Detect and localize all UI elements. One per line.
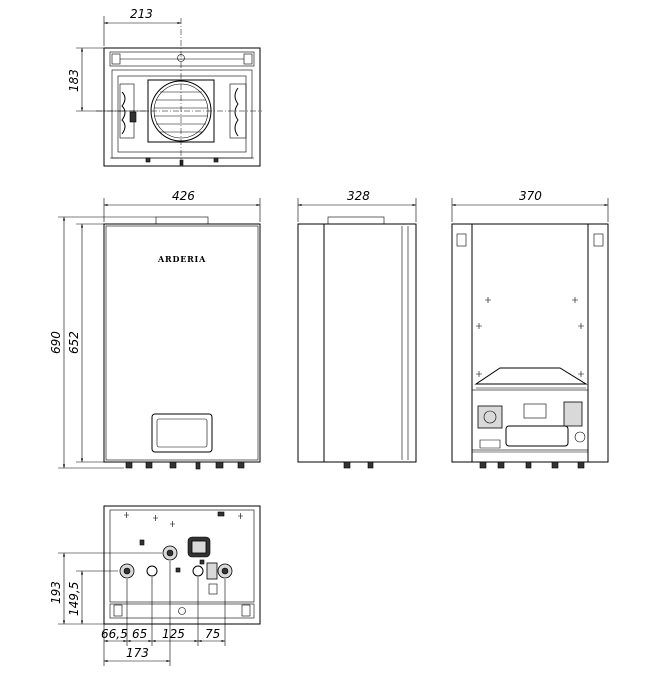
dim-bottom-173: 173	[126, 646, 149, 660]
side-view: 328	[297, 189, 417, 469]
brand-logo: ARDERIA	[157, 254, 206, 264]
bottom-view: 193 149,5 66,5 65 125 75 173	[49, 505, 261, 666]
dim-front-width: 426	[172, 189, 195, 203]
dim-bottom-149-5: 149,5	[67, 582, 81, 616]
dim-bottom-66-5: 66,5	[101, 627, 128, 641]
dim-bottom-125: 125	[162, 627, 185, 641]
top-view: 213 183	[67, 7, 262, 167]
dim-total-height: 690	[49, 331, 63, 354]
dim-side-depth: 328	[347, 189, 370, 203]
dim-bottom-75: 75	[205, 627, 220, 641]
dim-bottom-193: 193	[49, 581, 63, 604]
dim-bottom-65: 65	[132, 627, 147, 641]
dim-body-height: 652	[67, 331, 81, 354]
dim-top-depth: 183	[67, 69, 81, 92]
front-view: ARDERIA 426 690 652	[49, 189, 261, 470]
dim-top-width: 213	[130, 7, 153, 21]
dim-rear-width: 370	[519, 189, 542, 203]
rear-view: 370	[451, 189, 609, 469]
